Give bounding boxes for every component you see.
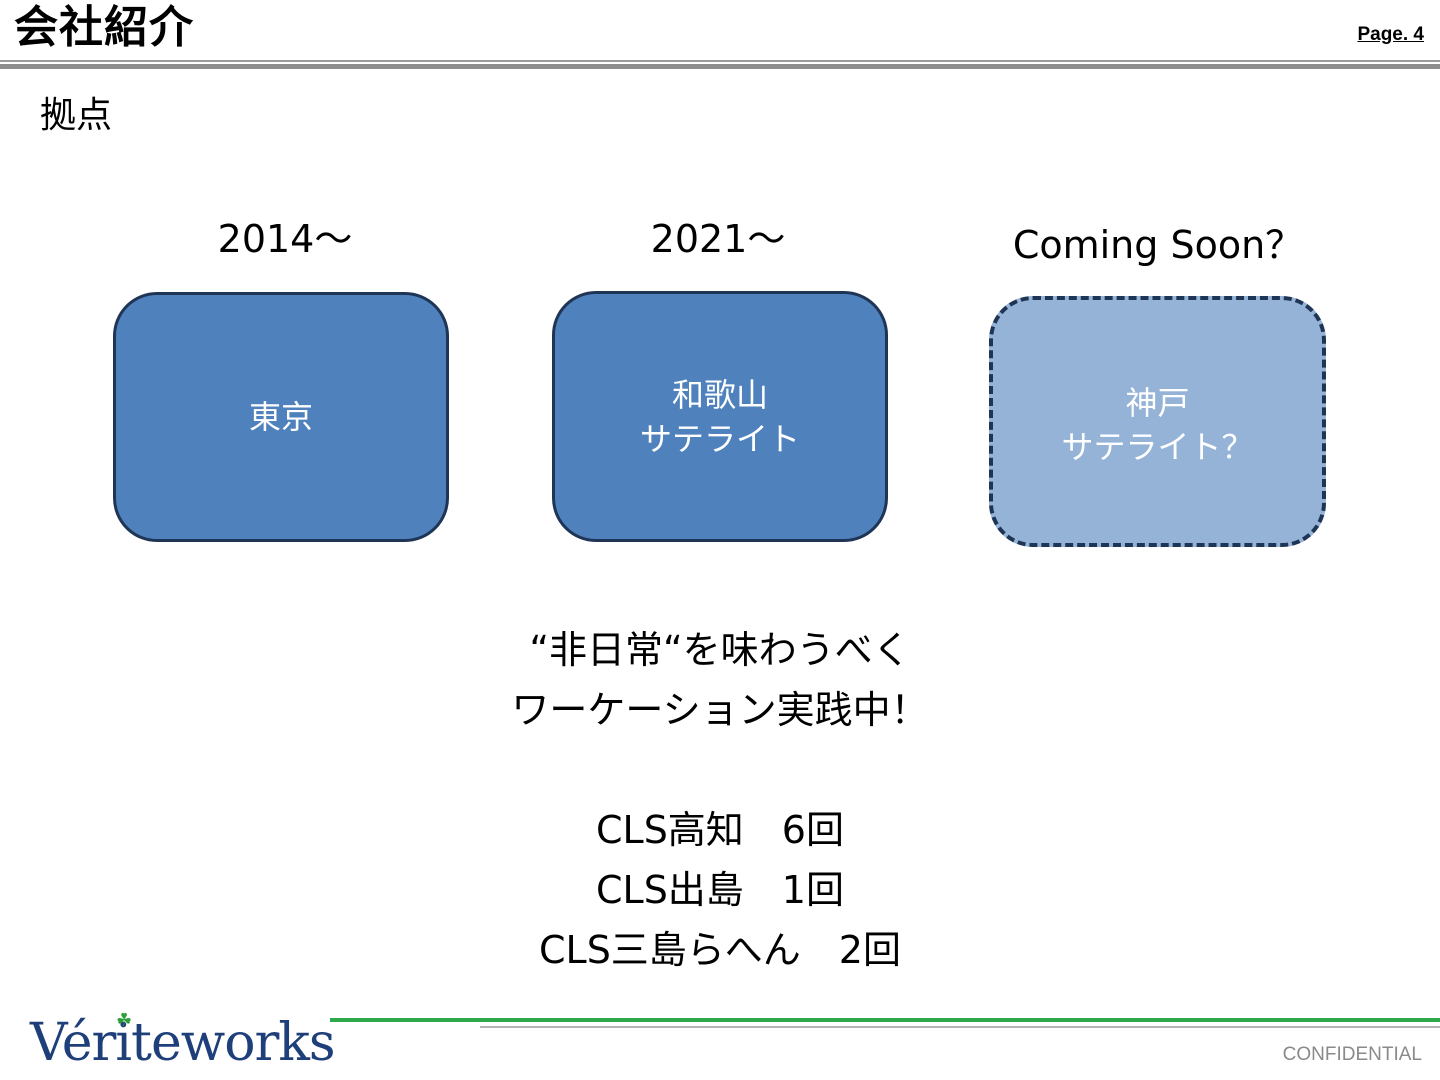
office-type: サテライト — [639, 419, 800, 458]
office-box-kobe: 神戸 サテライト？ — [989, 296, 1326, 547]
page-title: 会社紹介 — [14, 2, 194, 53]
office-name: 和歌山 — [671, 375, 768, 414]
list-item: CLS三島らへん 2回 — [538, 928, 901, 972]
office-period-kobe: Coming Soon？ — [1012, 223, 1304, 267]
header-divider-thick — [0, 64, 1440, 69]
footer-divider-gray — [480, 1026, 1440, 1028]
clover-icon: ☘ — [116, 1010, 133, 1031]
section-title: 拠点 — [40, 95, 113, 136]
page-number: Page. 4 — [1357, 24, 1424, 45]
message-line: “非日常“を味わうべく — [529, 628, 911, 672]
list-item: CLS高知 6回 — [595, 808, 844, 852]
office-type: サテライト？ — [1061, 427, 1254, 466]
list-item: CLS出島 1回 — [595, 868, 844, 912]
message-line: ワーケーション実践中！ — [511, 688, 929, 732]
office-box-wakayama: 和歌山 サテライト — [552, 291, 888, 542]
office-period-wakayama: 2021～ — [650, 217, 786, 261]
office-box-tokyo: 東京 — [113, 292, 449, 542]
footer-divider-green — [330, 1018, 1440, 1022]
office-name: 神戸 — [1125, 383, 1190, 422]
header-divider — [0, 60, 1440, 62]
stays-list: CLS高知 6回 CLS出島 1回 CLS三島らへん 2回 — [0, 800, 1440, 980]
company-logo: Vériteworks — [30, 1013, 336, 1073]
workation-message: “非日常“を味わうべく ワーケーション実践中！ — [0, 620, 1440, 740]
confidential-label: CONFIDENTIAL — [1282, 1044, 1422, 1065]
office-name: 東京 — [248, 398, 313, 436]
office-period-tokyo: 2014～ — [217, 217, 353, 261]
